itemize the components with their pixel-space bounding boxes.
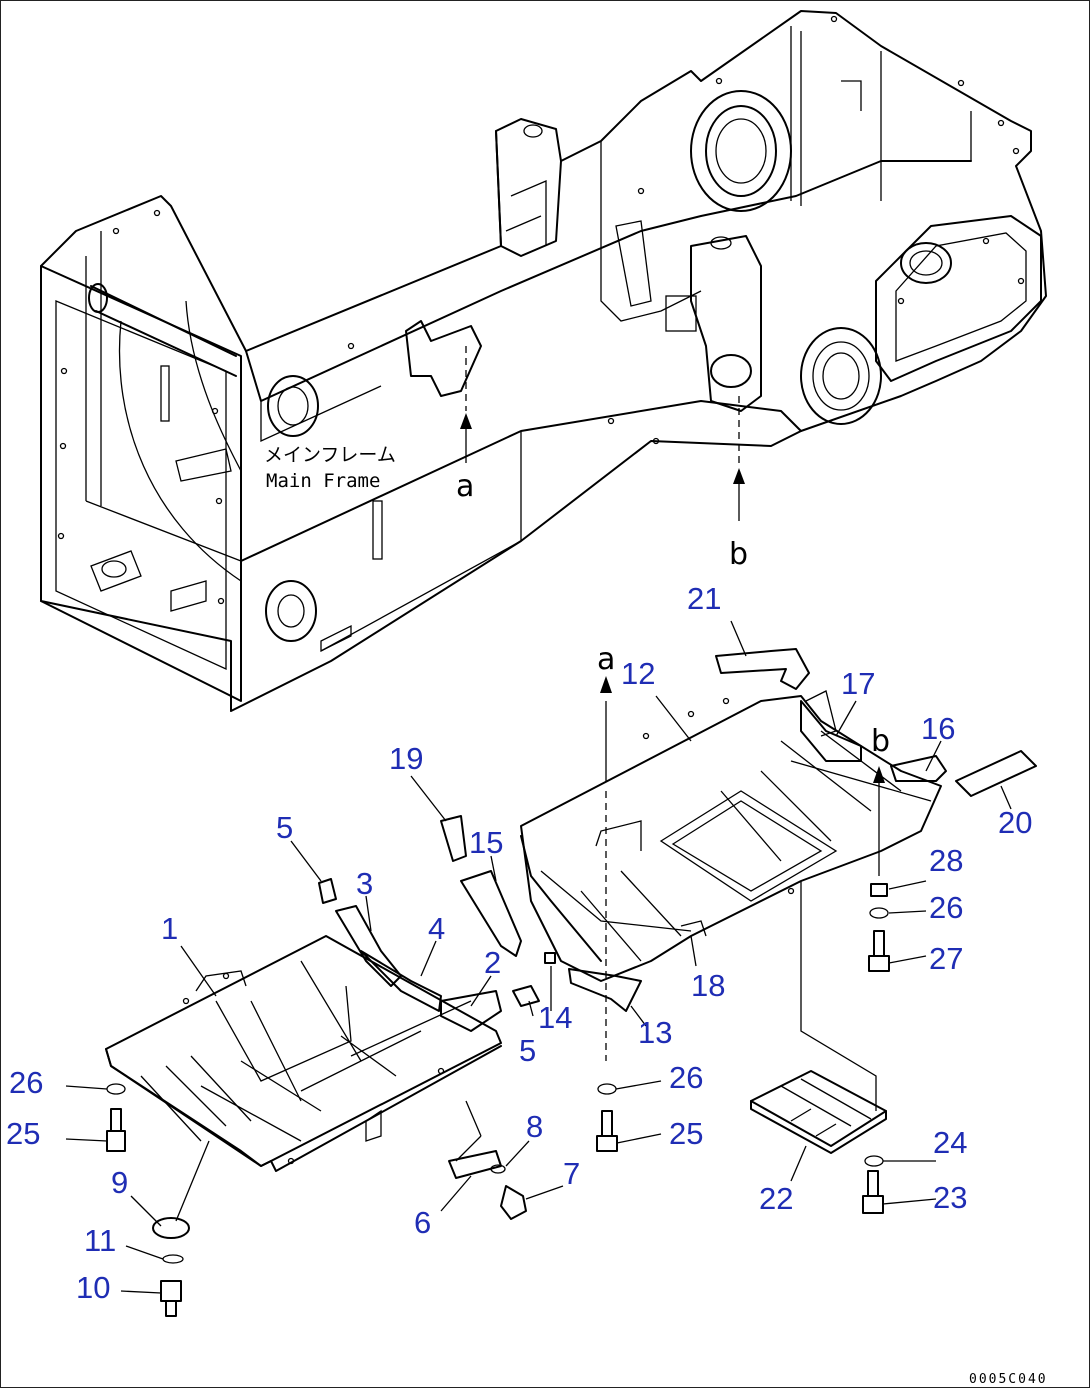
callout-25-mid: 25	[669, 1116, 703, 1151]
callout-16: 16	[921, 711, 955, 746]
callout-numbers: 1 2 3 4 5 5 6 7 8 9 10 11 12 13 14 15 16…	[6, 581, 1032, 1305]
callout-9: 9	[111, 1165, 128, 1200]
callout-4: 4	[428, 911, 445, 946]
callout-5-top: 5	[276, 810, 293, 845]
callout-14: 14	[538, 1000, 572, 1035]
callout-27: 27	[929, 941, 963, 976]
callout-26-right: 26	[929, 890, 963, 925]
ref-letter-b-frame: b	[729, 537, 748, 572]
callout-8: 8	[526, 1109, 543, 1144]
callout-6: 6	[414, 1205, 431, 1240]
callout-20: 20	[998, 805, 1032, 840]
callout-3: 3	[356, 866, 373, 901]
ref-letter-b-cover: b	[871, 724, 890, 759]
main-frame	[40, 10, 1047, 712]
callout-5-mid: 5	[519, 1033, 536, 1068]
callout-2: 2	[484, 945, 501, 980]
small-parts-mid	[440, 815, 556, 1007]
callout-18: 18	[691, 968, 725, 1003]
callout-1: 1	[161, 911, 178, 946]
small-parts-6-7-8	[448, 1100, 527, 1220]
callout-25-left: 25	[6, 1116, 40, 1151]
callout-15: 15	[469, 825, 503, 860]
plate-22	[750, 1070, 887, 1214]
callout-19: 19	[389, 741, 423, 776]
undercover-left	[105, 878, 502, 1317]
callout-23: 23	[933, 1180, 967, 1215]
callout-21: 21	[687, 581, 721, 616]
callout-22: 22	[759, 1181, 793, 1216]
undercover-right	[520, 648, 1037, 1152]
callout-11: 11	[84, 1223, 116, 1258]
callout-7: 7	[563, 1156, 580, 1191]
callout-26-left: 26	[9, 1065, 43, 1100]
callout-26-mid: 26	[669, 1060, 703, 1095]
callout-10: 10	[76, 1270, 110, 1305]
ref-letter-a-cover: a	[597, 642, 615, 677]
ref-letter-a-frame: a	[456, 469, 474, 504]
leader-lines	[65, 620, 1012, 1294]
callout-13: 13	[638, 1015, 672, 1050]
callout-12: 12	[621, 656, 655, 691]
callout-24: 24	[933, 1125, 967, 1160]
callout-28: 28	[929, 843, 963, 878]
main-frame-label-en: Main Frame	[266, 470, 380, 492]
drawing-code: 0005C040	[969, 1372, 1048, 1387]
callout-17: 17	[841, 666, 875, 701]
main-frame-label-jp: メインフレーム	[264, 444, 396, 466]
